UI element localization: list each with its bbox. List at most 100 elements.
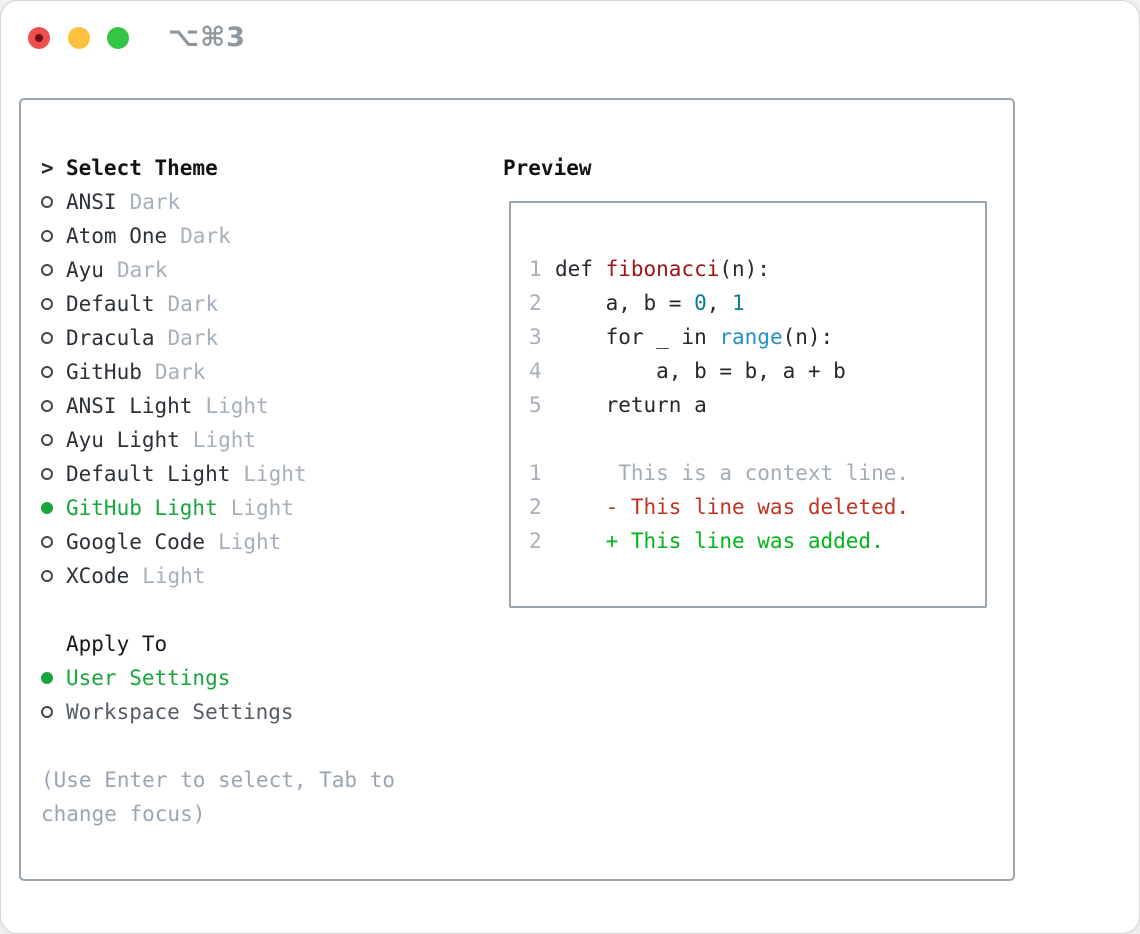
theme-name: Default <box>66 292 155 316</box>
code-preview: 1 def fibonacci(n): 2 a, b = 0, 1 3 for _… <box>529 252 979 558</box>
line-number: 3 <box>529 325 542 349</box>
code-text: for _ in range(n): <box>555 325 834 349</box>
theme-variant: Light <box>142 564 206 588</box>
apply-to-options: User Settings Workspace Settings <box>41 661 461 729</box>
radio-icon <box>41 434 53 446</box>
code-text: This is a context line. <box>555 461 910 485</box>
theme-variant: Dark <box>167 292 219 316</box>
theme-variant: Dark <box>129 190 181 214</box>
theme-variant: Light <box>218 530 282 554</box>
theme-item-dracula[interactable]: Dracula Dark <box>41 321 461 355</box>
diff-line: 2 + This line was added. <box>529 524 979 558</box>
line-number: 2 <box>529 291 542 315</box>
code-text: a, b = 0, 1 <box>555 291 745 315</box>
theme-item-ansi-light[interactable]: ANSI Light Light <box>41 389 461 423</box>
theme-item-ayu[interactable]: Ayu Dark <box>41 253 461 287</box>
spacer <box>41 593 461 627</box>
code-line: 2 a, b = 0, 1 <box>529 286 979 320</box>
theme-name: Google Code <box>66 530 206 554</box>
theme-name: GitHub <box>66 360 142 384</box>
radio-icon <box>41 672 53 684</box>
theme-item-atom-one[interactable]: Atom One Dark <box>41 219 461 253</box>
diff-lines: 1 This is a context line. 2 - This line … <box>529 456 979 558</box>
keyboard-hint: (Use Enter to select, Tab to change focu… <box>41 768 396 826</box>
theme-variant: Light <box>230 496 294 520</box>
theme-item-github-light[interactable]: GitHub Light Light <box>41 491 461 525</box>
line-number: 1 <box>529 461 542 485</box>
radio-icon <box>41 366 53 378</box>
apply-option-user-settings[interactable]: User Settings <box>41 661 461 695</box>
theme-item-xcode[interactable]: XCode Light <box>41 559 461 593</box>
diff-line: 2 - This line was deleted. <box>529 490 979 524</box>
radio-icon <box>41 570 53 582</box>
apply-option-label: User Settings <box>66 666 231 690</box>
code-lines: 1 def fibonacci(n): 2 a, b = 0, 1 3 for _… <box>529 252 979 422</box>
theme-item-default-light[interactable]: Default Light Light <box>41 457 461 491</box>
radio-icon <box>41 298 53 310</box>
code-text: a, b = b, a + b <box>555 359 846 383</box>
close-button[interactable] <box>28 27 50 49</box>
code-line: 5 return a <box>529 388 979 422</box>
preview-title: Preview <box>503 156 592 180</box>
zoom-button[interactable] <box>107 27 129 49</box>
theme-variant: Dark <box>167 326 219 350</box>
theme-name: XCode <box>66 564 130 588</box>
code-text: def fibonacci(n): <box>555 257 770 281</box>
theme-variant: Dark <box>154 360 206 384</box>
apply-option-label: Workspace Settings <box>66 700 294 724</box>
theme-item-google-code[interactable]: Google Code Light <box>41 525 461 559</box>
radio-icon <box>41 230 53 242</box>
line-number: 5 <box>529 393 542 417</box>
titlebar: ⌥⌘3 <box>1 1 1139 76</box>
line-number: 2 <box>529 529 542 553</box>
radio-icon <box>41 196 53 208</box>
radio-icon <box>41 536 53 548</box>
preview-box: 1 def fibonacci(n): 2 a, b = 0, 1 3 for _… <box>509 201 987 608</box>
radio-icon <box>41 264 53 276</box>
code-text: return a <box>555 393 707 417</box>
theme-name: ANSI <box>66 190 117 214</box>
theme-name: ANSI Light <box>66 394 193 418</box>
line-number: 4 <box>529 359 542 383</box>
theme-variant: Light <box>243 462 307 486</box>
line-number: 1 <box>529 257 542 281</box>
spacer <box>529 422 979 456</box>
theme-item-ayu-light[interactable]: Ayu Light Light <box>41 423 461 457</box>
window-shortcut-label: ⌥⌘3 <box>168 22 246 53</box>
theme-item-github[interactable]: GitHub Dark <box>41 355 461 389</box>
code-text: - This line was deleted. <box>555 495 910 519</box>
radio-icon <box>41 502 53 514</box>
theme-variant: Dark <box>180 224 231 248</box>
picker-header: > Select Theme <box>41 151 461 185</box>
code-text: + This line was added. <box>555 529 884 553</box>
diff-line: 1 This is a context line. <box>529 456 979 490</box>
theme-name: Dracula <box>66 326 155 350</box>
code-line: 3 for _ in range(n): <box>529 320 979 354</box>
theme-variant: Light <box>205 394 269 418</box>
theme-name: Default Light <box>66 462 231 486</box>
apply-to-title: Apply To <box>66 632 168 656</box>
theme-name: Ayu Light <box>66 428 180 452</box>
radio-icon <box>41 400 53 412</box>
theme-variant: Light <box>192 428 257 452</box>
radio-icon <box>41 706 53 718</box>
theme-item-default[interactable]: Default Dark <box>41 287 461 321</box>
theme-variant: Dark <box>116 258 168 282</box>
radio-icon <box>41 468 53 480</box>
theme-name: GitHub Light <box>66 496 218 520</box>
record-dot-icon <box>35 34 43 42</box>
code-line: 1 def fibonacci(n): <box>529 252 979 286</box>
line-number: 2 <box>529 495 542 519</box>
theme-item-ansi[interactable]: ANSI Dark <box>41 185 461 219</box>
apply-option-workspace-settings[interactable]: Workspace Settings <box>41 695 461 729</box>
theme-name: Atom One <box>66 224 168 248</box>
theme-name: Ayu <box>66 258 104 282</box>
radio-icon <box>41 332 53 344</box>
minimize-button[interactable] <box>68 27 90 49</box>
picker-title: Select Theme <box>66 156 218 180</box>
picker-prompt: > <box>41 156 54 180</box>
